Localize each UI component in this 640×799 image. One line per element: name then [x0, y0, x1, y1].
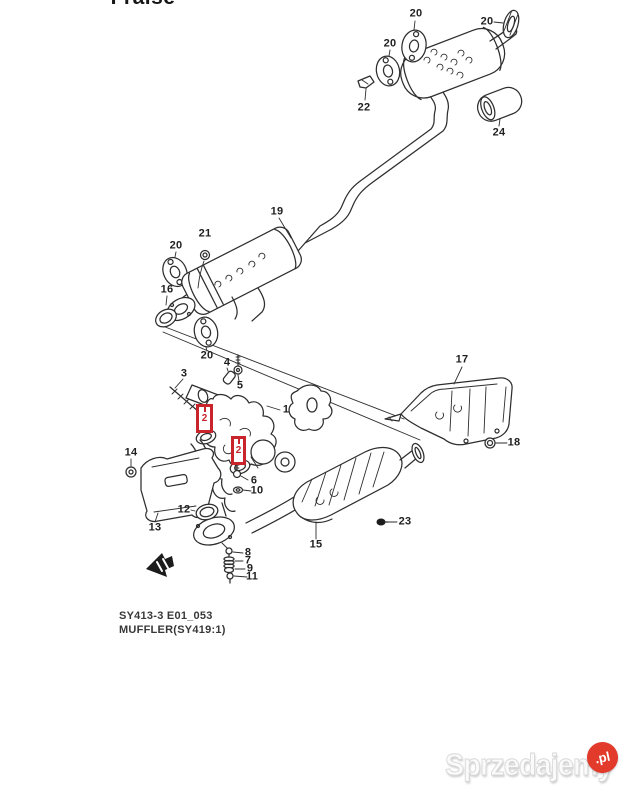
part-label-21: 21: [198, 227, 212, 240]
watermark: Sprzedajemy .pl: [445, 739, 635, 793]
tailpipe-tip: [476, 86, 523, 122]
part-label-20: 20: [480, 15, 494, 28]
manifold-heat-shield: [140, 447, 222, 523]
catalog-code: SY413-3 E01_053: [119, 610, 213, 622]
hanger-rubber: [375, 55, 401, 87]
center-muffler: [166, 226, 302, 322]
intermediate-pipe: [297, 84, 450, 252]
part-label-20: 20: [409, 7, 423, 20]
bolt: [125, 466, 137, 478]
highlight-box-1: 2: [196, 404, 213, 433]
hanger-rubber: [162, 256, 188, 288]
part-label-1: 1: [282, 403, 290, 416]
part-label-11: 11: [245, 570, 259, 583]
watermark-text: Sprzedajemy: [445, 747, 614, 783]
part-label-23: 23: [398, 515, 412, 528]
watermark-tld: .pl: [593, 748, 612, 767]
bolt: [233, 354, 243, 375]
part-label-4: 4: [223, 356, 231, 369]
rear-muffler: [400, 26, 518, 101]
gasket-ring: [155, 308, 177, 328]
stud-bolt: [169, 386, 200, 413]
part-label-20: 20: [200, 349, 214, 362]
spring-bolt-stack: [221, 542, 235, 584]
highlighted-part-label: 2: [235, 444, 242, 456]
part-label-16: 16: [160, 283, 174, 296]
part-label-24: 24: [492, 126, 506, 139]
catalytic-converter: [245, 442, 425, 534]
highlight-box-2: 2: [231, 436, 246, 465]
part-label-5: 5: [236, 379, 244, 392]
part-label-13: 13: [148, 521, 162, 534]
exhaust-pipe-assembly: [198, 384, 333, 473]
front-direction-arrow: [146, 553, 174, 577]
part-label-14: 14: [124, 446, 138, 459]
floor-heat-shield: [384, 377, 513, 446]
part-label-8: 8: [244, 546, 252, 559]
hanger-rubber: [502, 9, 520, 39]
part-label-3: 3: [180, 367, 188, 380]
cropped-title: Fraise: [99, 0, 187, 8]
part-label-18: 18: [507, 436, 521, 449]
gasket-ring: [195, 503, 219, 521]
nut: [197, 249, 211, 289]
hanger-rubber: [401, 29, 427, 63]
hanger-rubber: [193, 316, 219, 348]
part-label-20: 20: [383, 37, 397, 50]
pin: [222, 370, 236, 385]
part-label-17: 17: [455, 353, 469, 366]
part-label-12: 12: [177, 503, 191, 516]
highlighted-part-label: 2: [201, 412, 208, 424]
diagram-title: MUFFLER(SY419:1): [119, 624, 226, 636]
part-label-7: 7: [244, 554, 252, 567]
label-leaders: [130, 20, 508, 578]
part-label-15: 15: [309, 538, 323, 551]
cropped-title-text: Fraise: [99, 0, 187, 8]
part-label-6: 6: [250, 474, 258, 487]
part-label-10: 10: [250, 484, 264, 497]
bolt: [376, 518, 389, 526]
clip-fastener: [357, 75, 375, 89]
part-label-9: 9: [246, 562, 254, 575]
part-label-22: 22: [357, 101, 371, 114]
nut: [484, 437, 496, 449]
part-label-20: 20: [169, 239, 183, 252]
washer: [232, 486, 244, 494]
part-label-19: 19: [270, 205, 284, 218]
